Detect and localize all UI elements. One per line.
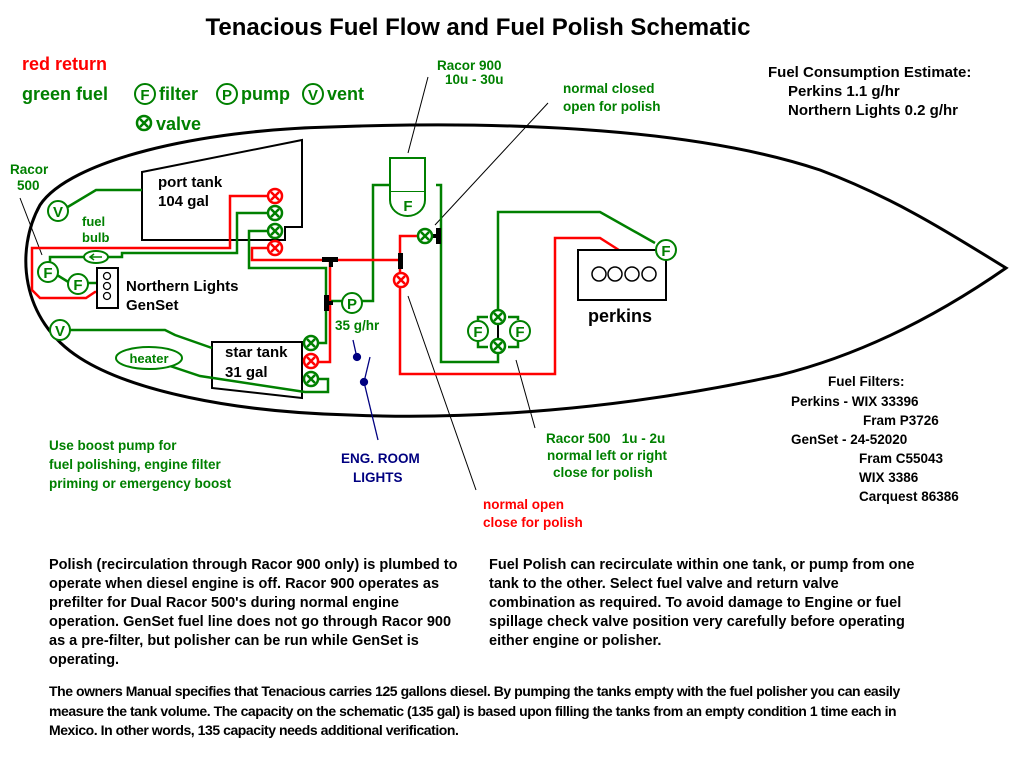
boost-pump-note-3: priming or emergency boost [49, 476, 232, 491]
perkins-label: perkins [588, 306, 652, 326]
capacity-note: The owners Manual specifies that Tenacio… [49, 683, 900, 738]
perkins-engine [577, 249, 667, 301]
genset-filter-1-icon: F [37, 261, 59, 283]
port-return-valve-1-icon[interactable] [266, 187, 284, 205]
eng-room-lights-icon [352, 339, 379, 441]
legend-valve-icon [135, 114, 153, 132]
fuel-filters-perkins-alt: Fram P3726 [863, 413, 939, 428]
svg-text:F: F [515, 324, 524, 341]
star-return-valve-icon[interactable] [302, 352, 320, 370]
legend-filter-label: filter [159, 84, 198, 104]
svg-text:F: F [140, 87, 149, 104]
eng-room-lights-label-1: ENG. ROOM [341, 451, 420, 466]
racor900-label-1: Racor 900 [437, 58, 502, 73]
legend: red return green fuel F filter P pump V … [22, 54, 364, 134]
racor900-label-2: 10u - 30u [445, 72, 504, 87]
svg-text:P: P [222, 87, 232, 104]
port-return-valve-2-icon[interactable] [266, 239, 284, 257]
normal-open-label-2: close for polish [483, 515, 583, 530]
svg-text:P: P [347, 296, 357, 313]
eng-room-lights-label-2: LIGHTS [353, 470, 403, 485]
boost-pump-icon: P [341, 292, 363, 314]
polish-valve-normal-closed-icon[interactable] [416, 227, 434, 245]
racor500-left-label-2: 500 [17, 178, 40, 193]
fuel-filters-heading: Fuel Filters: [828, 374, 905, 389]
legend-pump-icon: P [216, 83, 238, 105]
consumption-northern-lights: Northern Lights 0.2 g/hr [788, 102, 958, 119]
legend-pump-label: pump [241, 84, 290, 104]
svg-text:V: V [53, 204, 63, 221]
vent-port-icon: V [47, 200, 69, 222]
racor500-left-label-1: Racor [10, 162, 49, 177]
normal-closed-label-1: normal closed [563, 81, 655, 96]
svg-text:heater: heater [129, 351, 168, 366]
fuel-polish-note: Fuel Polish can recirculate within one t… [489, 557, 915, 649]
genset-label-2: GenSet [126, 297, 179, 314]
vent-starboard-icon: V [49, 319, 71, 341]
svg-text:F: F [403, 198, 412, 215]
pump-rate: 35 g/hr [335, 318, 380, 333]
legend-filter-icon: F [134, 83, 156, 105]
svg-text:F: F [73, 277, 82, 294]
racor500-dual-note-1: Racor 500 1u - 2u [546, 431, 665, 446]
dual-racor-valve-top-icon[interactable] [489, 308, 507, 326]
star-fuel-valve-1-icon[interactable] [302, 334, 320, 352]
fuel-filters-genset-alt-1: Fram C55043 [859, 451, 944, 466]
fuel-filters-genset-alt-3: Carquest 86386 [859, 489, 959, 504]
genset-filter-2-icon: F [67, 273, 89, 295]
boost-pump-note-1: Use boost pump for [49, 438, 177, 453]
dual-racor-valve-bottom-icon[interactable] [489, 337, 507, 355]
return-valve-normal-open-icon[interactable] [392, 271, 410, 289]
port-tank [141, 138, 303, 241]
legend-valve-label: valve [156, 114, 201, 134]
port-tank-capacity: 104 gal [158, 193, 209, 210]
svg-text:F: F [661, 243, 670, 260]
heater: heater [115, 346, 183, 370]
normal-open-label-1: normal open [483, 497, 564, 512]
racor500-dual-note-3: close for polish [553, 465, 653, 480]
fuel-filters-genset-alt-2: WIX 3386 [859, 470, 919, 485]
boost-pump-note-2: fuel polishing, engine filter [49, 457, 222, 472]
fuel-filters-perkins: Perkins - WIX 33396 [791, 394, 919, 409]
fuel-filters-genset: GenSet - 24-52020 [791, 432, 907, 447]
perkins-filter-icon: F [655, 239, 677, 261]
port-fuel-valve-1-icon[interactable] [266, 204, 284, 222]
legend-green-fuel: green fuel [22, 84, 108, 104]
star-fuel-valve-2-icon[interactable] [302, 370, 320, 388]
consumption-perkins: Perkins 1.1 g/hr [788, 83, 900, 100]
consumption-heading: Fuel Consumption Estimate: [768, 64, 971, 81]
legend-red-return: red return [22, 54, 107, 74]
fuel-filters-list: Fuel Filters: Perkins - WIX 33396 Fram P… [791, 374, 959, 504]
star-tank [211, 341, 303, 400]
fuel-lines [48, 183, 656, 394]
pointer-lines [19, 76, 549, 491]
genset-label-1: Northern Lights [126, 278, 239, 295]
racor500-dual-note-2: normal left or right [547, 448, 668, 463]
svg-text:F: F [43, 265, 52, 282]
port-tank-name: port tank [158, 174, 223, 191]
fuel-bulb-label-1: fuel [82, 214, 105, 229]
page-title: Tenacious Fuel Flow and Fuel Polish Sche… [206, 14, 751, 41]
genset-engine [96, 267, 119, 309]
racor500-left-filter-icon: F [467, 320, 489, 342]
legend-vent-label: vent [327, 84, 364, 104]
normal-closed-label-2: open for polish [563, 99, 661, 114]
legend-vent-icon: V [302, 83, 324, 105]
fuel-bulb-label-2: bulb [82, 230, 109, 245]
star-tank-capacity: 31 gal [225, 364, 268, 381]
tee-fittings [322, 228, 441, 311]
svg-text:V: V [55, 323, 65, 340]
racor500-right-filter-icon: F [509, 320, 531, 342]
fuel-bulb-icon [83, 250, 109, 264]
fuel-consumption-estimate: Fuel Consumption Estimate: Perkins 1.1 g… [768, 64, 971, 119]
port-fuel-valve-2-icon[interactable] [266, 222, 284, 240]
star-tank-name: star tank [225, 344, 288, 361]
svg-text:V: V [308, 87, 318, 104]
svg-text:F: F [473, 324, 482, 341]
racor900-filter: F [389, 157, 426, 217]
polish-note: Polish (recirculation through Racor 900 … [49, 557, 458, 668]
return-lines [30, 194, 623, 376]
